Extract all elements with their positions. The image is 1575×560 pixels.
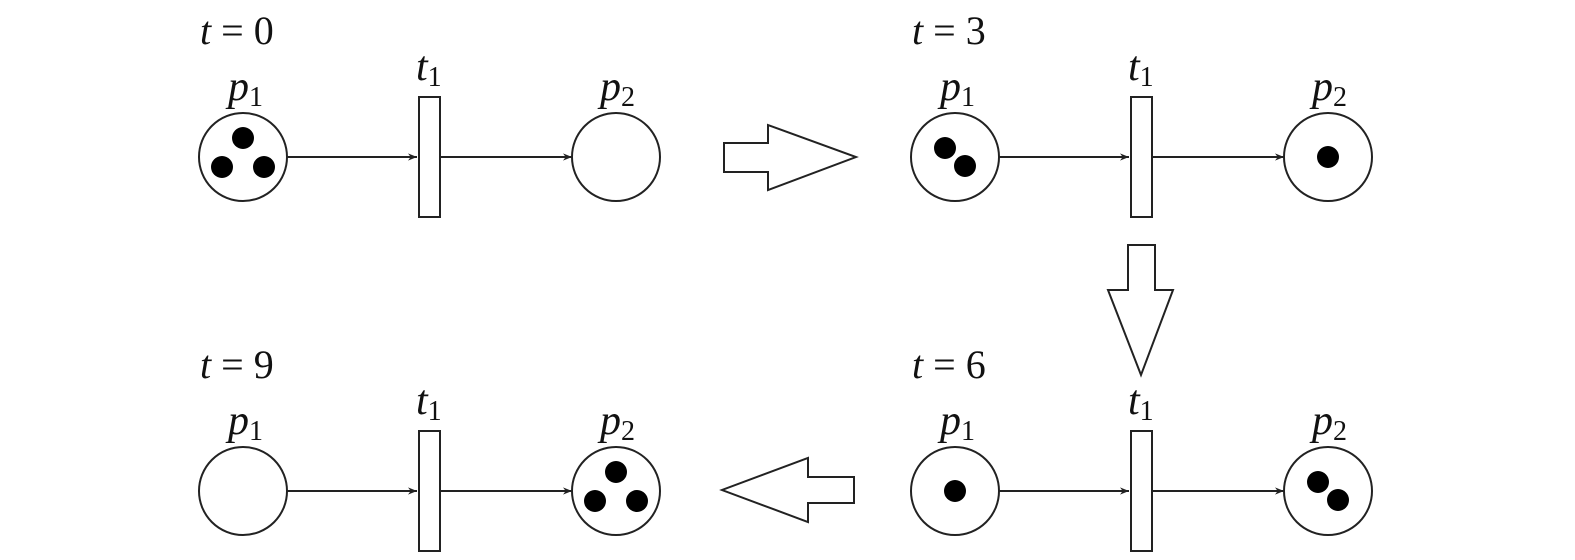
time-value: 3 <box>966 8 986 53</box>
place-p2-label: p2 <box>597 398 635 447</box>
flow-arrow-left <box>719 456 855 524</box>
place-p2-label-subscript: 2 <box>1333 82 1347 113</box>
place-p1-label-subscript: 1 <box>249 416 263 447</box>
place-p2-label: p2 <box>1309 64 1347 113</box>
transition-t1-label: t1 <box>416 378 442 427</box>
transition-t1 <box>1130 96 1153 218</box>
token <box>211 156 233 178</box>
place-p1-label-subscript: 1 <box>249 82 263 113</box>
place-p2-label-subscript: 2 <box>1333 416 1347 447</box>
place-p1-label: p1 <box>937 398 975 447</box>
time-variable: t <box>912 342 924 387</box>
place-p2-label: p2 <box>597 64 635 113</box>
time-label: t = 3 <box>912 8 986 53</box>
place-p1-label-name: p <box>937 64 961 110</box>
transition-t1-label: t1 <box>1128 44 1154 93</box>
token <box>934 137 956 159</box>
token <box>626 490 648 512</box>
place-p2-label-subscript: 2 <box>621 82 635 113</box>
transition-t1-label: t1 <box>416 44 442 93</box>
flow-arrow-down <box>1106 244 1175 378</box>
token <box>584 490 606 512</box>
place-p1 <box>910 112 1000 202</box>
place-p2 <box>1283 446 1373 536</box>
place-p1 <box>198 446 288 536</box>
place-p1-label-subscript: 1 <box>961 416 975 447</box>
place-p1-label: p1 <box>225 398 263 447</box>
transition-t1-label-name: t <box>1128 44 1141 90</box>
time-variable: t <box>200 8 212 53</box>
time-value: 0 <box>254 8 274 53</box>
place-p1-label-name: p <box>937 398 961 444</box>
place-p2-label-name: p <box>597 398 621 444</box>
place-p2-label-name: p <box>597 64 621 110</box>
transition-t1-label-subscript: 1 <box>428 396 442 427</box>
place-p1 <box>198 112 288 202</box>
place-p2-label: p2 <box>1309 398 1347 447</box>
transition-t1-label-name: t <box>416 44 429 90</box>
time-value: 6 <box>966 342 986 387</box>
equals-sign: = <box>211 8 254 53</box>
transition-t1 <box>418 430 441 552</box>
place-p2-label-name: p <box>1309 398 1333 444</box>
transition-t1 <box>1130 430 1153 552</box>
token <box>944 480 966 502</box>
transition-t1-label-name: t <box>416 378 429 424</box>
place-p2 <box>571 446 661 536</box>
time-variable: t <box>200 342 212 387</box>
token <box>954 155 976 177</box>
token <box>1307 471 1329 493</box>
time-variable: t <box>912 8 924 53</box>
transition-t1-label-subscript: 1 <box>1140 396 1154 427</box>
token <box>253 156 275 178</box>
place-p2 <box>571 112 661 202</box>
transition-t1 <box>418 96 441 218</box>
time-label: t = 0 <box>200 8 274 53</box>
token <box>1327 489 1349 511</box>
place-p1-label: p1 <box>225 64 263 113</box>
equals-sign: = <box>923 8 966 53</box>
place-p2-label-subscript: 2 <box>621 416 635 447</box>
flow-arrow-right <box>723 123 859 192</box>
token <box>605 461 627 483</box>
place-p1-label-subscript: 1 <box>961 82 975 113</box>
transition-t1-label-name: t <box>1128 378 1141 424</box>
place-p1-label: p1 <box>937 64 975 113</box>
place-p1-label-name: p <box>225 64 249 110</box>
transition-t1-label-subscript: 1 <box>428 62 442 93</box>
place-p1-label-name: p <box>225 398 249 444</box>
time-label: t = 6 <box>912 342 986 387</box>
equals-sign: = <box>923 342 966 387</box>
place-p2-label-name: p <box>1309 64 1333 110</box>
transition-t1-label-subscript: 1 <box>1140 62 1154 93</box>
token <box>232 127 254 149</box>
equals-sign: = <box>211 342 254 387</box>
time-value: 9 <box>254 342 274 387</box>
time-label: t = 9 <box>200 342 274 387</box>
token <box>1317 146 1339 168</box>
transition-t1-label: t1 <box>1128 378 1154 427</box>
